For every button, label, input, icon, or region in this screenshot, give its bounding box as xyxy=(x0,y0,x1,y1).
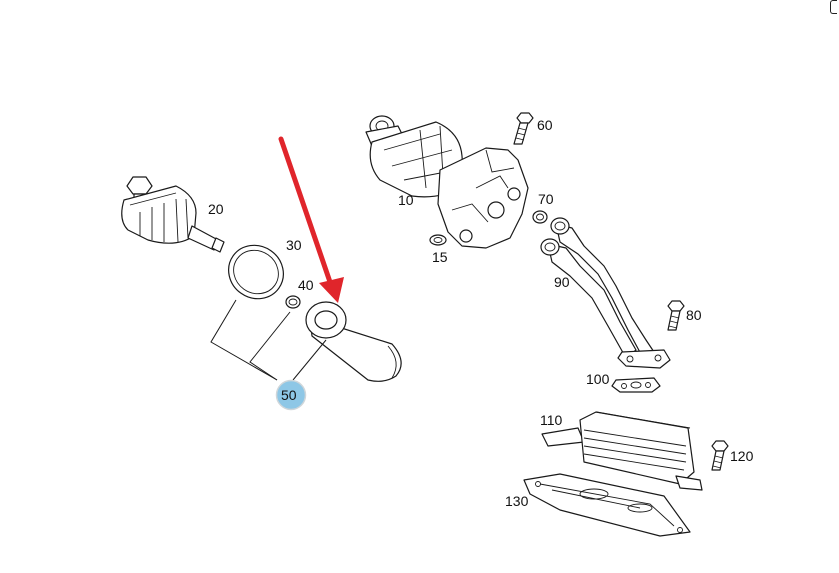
label-40: 40 xyxy=(298,277,314,293)
part-20-filter-cap xyxy=(121,176,225,253)
part-15-washer xyxy=(429,234,447,246)
part-30-o-ring xyxy=(228,244,284,300)
part-10-filter-housing xyxy=(365,115,529,249)
part-40-seal xyxy=(285,295,301,309)
leader-lines-50 xyxy=(210,299,327,381)
corner-bracket-mark xyxy=(830,0,837,14)
part-130-gasket-plate xyxy=(523,473,691,537)
part-80-bolt xyxy=(667,300,685,331)
label-90: 90 xyxy=(554,274,570,290)
callout-50-highlighted: 50 xyxy=(275,379,307,411)
label-110: 110 xyxy=(540,412,563,428)
part-70-seal xyxy=(532,210,548,224)
label-10: 10 xyxy=(398,192,414,208)
part-filter-element xyxy=(305,301,402,382)
label-30: 30 xyxy=(286,237,302,253)
label-80: 80 xyxy=(686,307,702,323)
label-130: 130 xyxy=(505,493,529,509)
part-90-oil-pipe xyxy=(540,217,671,369)
label-120: 120 xyxy=(730,448,754,464)
label-60: 60 xyxy=(537,117,553,133)
label-70: 70 xyxy=(538,191,554,207)
part-60-bolt xyxy=(513,112,534,145)
label-20: 20 xyxy=(208,201,224,217)
label-15: 15 xyxy=(432,249,448,265)
part-100-gasket xyxy=(611,377,661,393)
label-50: 50 xyxy=(281,387,297,403)
part-120-bolt xyxy=(711,440,729,471)
label-100: 100 xyxy=(586,371,610,387)
red-arrow-indicator xyxy=(278,136,344,303)
part-110-oil-cooler xyxy=(541,411,703,491)
